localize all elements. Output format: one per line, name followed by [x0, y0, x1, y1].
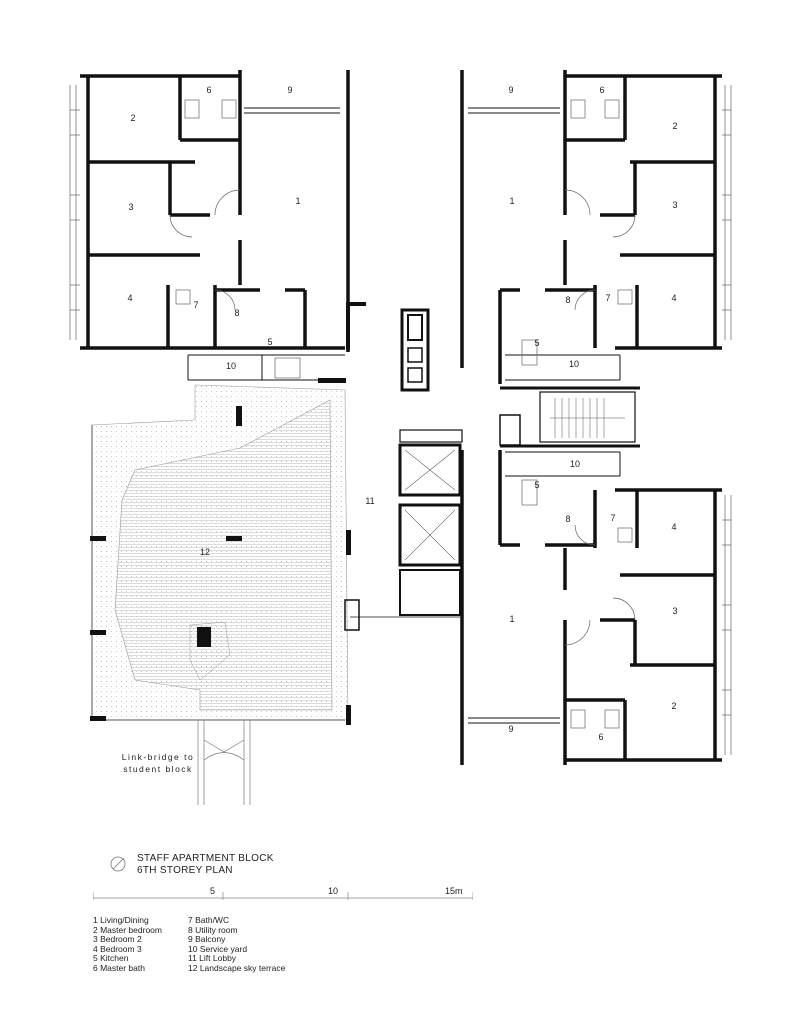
- room-label: 4: [671, 293, 676, 303]
- legend-item: 11 Lift Lobby: [188, 953, 237, 964]
- room-label: 6: [599, 85, 604, 95]
- drawing-subtitle: 6TH STOREY PLAN: [137, 865, 233, 876]
- room-label: 5: [267, 337, 272, 347]
- room-label: 3: [672, 606, 677, 616]
- room-label: 5: [534, 338, 539, 348]
- legend-item: 5 Kitchen: [93, 953, 129, 964]
- room-label: 5: [534, 480, 539, 490]
- room-label: 3: [672, 200, 677, 210]
- scale-label: 5: [210, 886, 216, 896]
- room-label: 2: [671, 701, 676, 711]
- room-label: 12: [200, 547, 210, 557]
- room-label: 4: [127, 293, 132, 303]
- lift-core: [350, 308, 640, 618]
- room-label: 1: [509, 614, 514, 624]
- legend-item: 2 Master bedroom: [93, 924, 162, 935]
- annotation-line: Link-bridge to: [121, 752, 195, 762]
- room-label: 9: [508, 85, 513, 95]
- legend-item: 9 Balcony: [188, 934, 226, 945]
- drawing-title: STAFF APARTMENT BLOCK: [137, 853, 274, 864]
- scale-bar-line: [93, 892, 473, 900]
- room-label: 8: [565, 514, 570, 524]
- legend-item: 6 Master bath: [93, 962, 145, 973]
- legend-item: 10 Service yard: [188, 943, 248, 954]
- legend-item: 8 Utility room: [188, 924, 238, 935]
- room-label: 11: [365, 496, 374, 506]
- room-label: 3: [128, 202, 133, 212]
- floor-plan-drawing: 2 6 9 3 1 4 7 8 5 10 9 6 2 1 3 8 7 4 5 1…: [69, 70, 732, 805]
- legend-item: 12 Landscape sky terrace: [188, 962, 286, 973]
- annotation-line: student block: [123, 764, 193, 774]
- unit-upper-right: [460, 70, 732, 384]
- room-label: 9: [508, 724, 513, 734]
- room-label: 7: [610, 513, 615, 523]
- unit-upper-left: [69, 70, 350, 381]
- room-label: 7: [193, 300, 198, 310]
- room-label: 2: [130, 113, 135, 123]
- legend-item: 4 Bedroom 3: [93, 943, 142, 954]
- link-bridge: [197, 720, 251, 805]
- unit-lower-right: [460, 450, 732, 765]
- scale-label: 15m: [445, 886, 463, 896]
- sky-terrace: [91, 384, 349, 721]
- room-labels: 2 6 9 3 1 4 7 8 5 10 9 6 2 1 3 8 7 4 5 1…: [127, 85, 677, 742]
- room-label: 10: [226, 361, 236, 371]
- room-label: 9: [287, 85, 292, 95]
- legend-column-1: 1 Living/Dining 2 Master bedroom 3 Bedro…: [93, 915, 162, 974]
- room-label: 10: [570, 459, 580, 469]
- scale-label: 10: [328, 886, 339, 896]
- room-label: 2: [672, 121, 677, 131]
- room-label: 1: [295, 196, 300, 206]
- room-label: 6: [206, 85, 211, 95]
- legend-item: 7 Bath/WC: [188, 915, 230, 925]
- room-label: 8: [565, 295, 570, 305]
- room-label: 10: [569, 359, 579, 369]
- legend-item: 1 Living/Dining: [93, 915, 149, 925]
- legend-column-2: 7 Bath/WC 8 Utility room 9 Balcony 10 Se…: [188, 915, 286, 974]
- link-bridge-annotation: Link-bridge to student block: [108, 751, 208, 775]
- room-label: 7: [605, 293, 610, 303]
- legend-item: 3 Bedroom 2: [93, 934, 142, 945]
- structural-columns: [90, 302, 538, 725]
- north-arrow-icon: [110, 856, 126, 872]
- scale-bar: 5 10 15m: [93, 886, 473, 906]
- room-label: 6: [598, 732, 603, 742]
- room-label: 1: [509, 196, 514, 206]
- room-label: 8: [234, 308, 239, 318]
- room-label: 4: [671, 522, 676, 532]
